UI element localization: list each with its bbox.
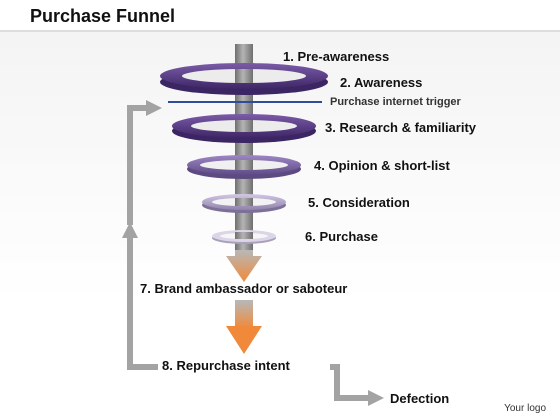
stage-awareness: 2. Awareness — [340, 75, 423, 90]
ring-purchase — [212, 230, 276, 244]
stage-opinion: 4. Opinion & short-list — [314, 158, 450, 173]
logo-placeholder: Your logo — [504, 403, 546, 414]
stage-repurchase-intent: 8. Repurchase intent — [162, 358, 290, 373]
stage-pre-awareness: 1. Pre-awareness — [283, 49, 390, 64]
ring-consideration — [202, 194, 286, 213]
stage-purchase: 6. Purchase — [305, 229, 378, 244]
stage-consideration: 5. Consideration — [308, 195, 410, 210]
funnel-shaft-lower — [235, 300, 253, 328]
ring-awareness — [160, 63, 328, 95]
ring-opinion — [187, 155, 301, 179]
stage-research: 3. Research & familiarity — [325, 120, 477, 135]
funnel-arrow-upper — [226, 250, 262, 282]
purchase-trigger-label: Purchase internet trigger — [330, 96, 461, 108]
defection-arrow — [330, 364, 384, 406]
funnel-arrow-lower — [226, 326, 262, 354]
title-divider — [0, 30, 560, 32]
defection-label: Defection — [390, 391, 450, 406]
stage-brand-ambassador: 7. Brand ambassador or saboteur — [140, 281, 348, 296]
background — [0, 32, 560, 420]
ring-research — [172, 114, 316, 143]
repurchase-loop-arrow — [122, 100, 162, 370]
page-title: Purchase Funnel — [30, 6, 176, 26]
